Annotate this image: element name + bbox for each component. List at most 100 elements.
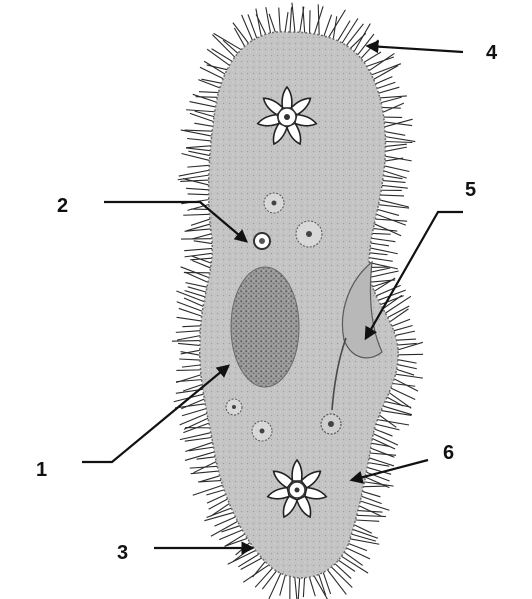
cilium: [324, 15, 332, 36]
cilium: [371, 238, 395, 241]
cilium: [383, 181, 406, 183]
cilium: [188, 151, 209, 155]
cilium: [186, 146, 210, 148]
cilium: [199, 92, 219, 93]
cilium: [371, 448, 395, 457]
cilium: [295, 577, 297, 599]
cilium: [364, 52, 381, 62]
cilium: [190, 113, 213, 121]
cilium: [384, 122, 412, 126]
cilium: [172, 341, 200, 342]
cilium: [248, 14, 257, 38]
cilium: [375, 77, 392, 84]
cilium: [279, 8, 280, 32]
cilium: [310, 10, 311, 33]
cilium: [309, 577, 315, 596]
cilium: [385, 142, 412, 143]
cilium: [193, 485, 223, 495]
cilium: [397, 365, 416, 369]
cilium: [184, 248, 212, 250]
cilium: [179, 170, 209, 176]
cilium: [382, 107, 401, 108]
cilium: [397, 339, 416, 340]
cilium: [350, 33, 365, 48]
cilium: [298, 578, 300, 599]
cilium: [385, 144, 406, 146]
cilium: [185, 253, 212, 257]
cilium: [200, 67, 223, 78]
cilium: [363, 486, 386, 487]
cilium: [197, 457, 216, 459]
cilium: [382, 185, 408, 188]
cilium: [201, 79, 221, 83]
cilium: [243, 565, 268, 582]
cilium: [394, 325, 413, 330]
cilium: [379, 87, 400, 93]
cilium: [187, 165, 209, 167]
cilium: [185, 442, 212, 451]
cilium: [371, 243, 389, 246]
cilium: [398, 360, 417, 363]
cilium: [185, 272, 208, 282]
cilium: [385, 137, 415, 142]
label-4: 4: [486, 42, 498, 64]
cilium: [177, 317, 201, 321]
cilium: [269, 573, 281, 599]
cilium: [350, 539, 379, 544]
cilium: [182, 409, 206, 416]
cilium: [285, 12, 288, 32]
cilium: [327, 570, 346, 595]
cilium: [353, 529, 378, 538]
cilium: [186, 110, 215, 112]
cilium: [380, 195, 404, 196]
cilium: [394, 379, 418, 391]
cilium: [354, 525, 372, 533]
cilium: [176, 331, 200, 333]
cilium: [396, 374, 423, 378]
cilium: [177, 336, 200, 340]
cilium: [179, 359, 200, 360]
label-5: 5: [465, 179, 476, 201]
cilium: [177, 302, 203, 312]
cilium: [385, 132, 405, 136]
cilium: [338, 21, 350, 41]
cilium: [176, 380, 201, 382]
cilium: [376, 285, 400, 295]
cilium: [186, 148, 210, 151]
label-6: 6: [443, 442, 454, 464]
cilium: [385, 147, 406, 151]
cilium: [378, 420, 410, 425]
cilium: [194, 241, 212, 244]
cilium: [214, 33, 242, 49]
cilium: [292, 3, 295, 32]
cilium: [280, 575, 286, 596]
cilium: [384, 166, 409, 172]
cilium: [188, 194, 209, 195]
cilium: [178, 343, 200, 345]
label-3: 3: [117, 542, 128, 564]
cilium: [194, 123, 212, 126]
cilium: [186, 188, 209, 190]
cilium: [188, 287, 206, 292]
cilium: [377, 209, 398, 215]
cilium: [346, 24, 363, 46]
cilium: [392, 319, 410, 326]
cilium: [187, 138, 211, 140]
cilium: [373, 434, 398, 445]
cilium: [380, 96, 407, 98]
cilium: [193, 94, 217, 102]
label-2: 2: [57, 195, 68, 217]
cilium: [204, 61, 225, 74]
macronucleus: [231, 267, 299, 387]
cilium: [369, 258, 392, 262]
cilium: [190, 102, 216, 107]
cilium: [372, 64, 401, 75]
cilium: [183, 214, 209, 215]
cilium: [206, 490, 224, 495]
cilium: [370, 253, 388, 255]
cilium: [266, 7, 271, 33]
cilium: [377, 82, 395, 88]
micronucleus: [254, 233, 270, 249]
cilium: [391, 388, 415, 399]
